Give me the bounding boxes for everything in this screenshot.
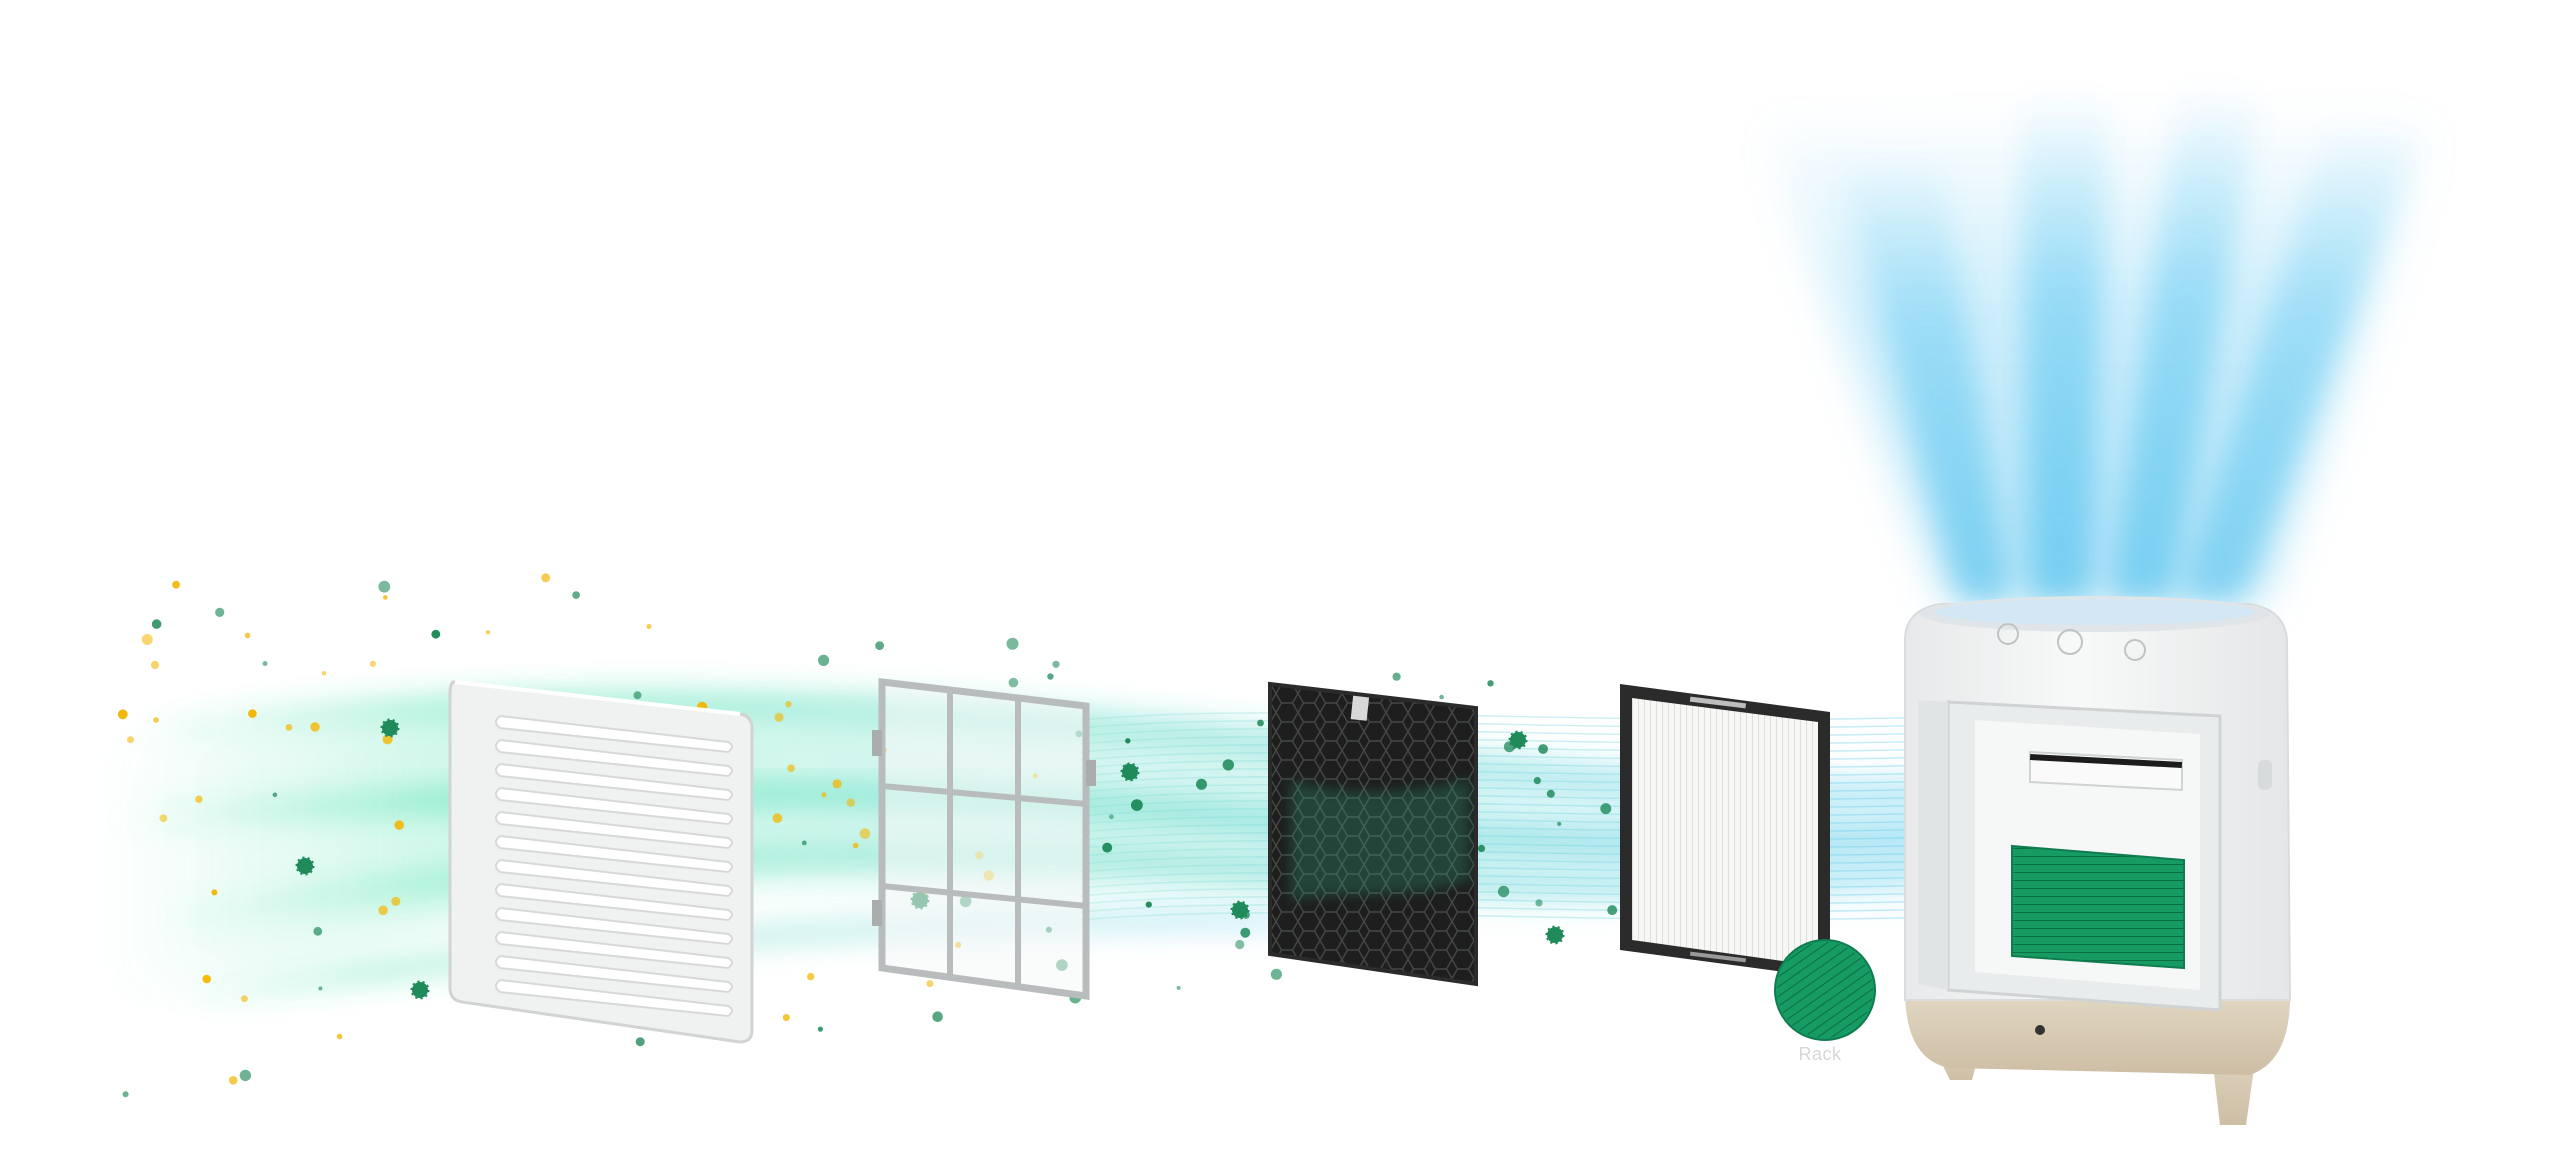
mesh-filter-icon	[872, 678, 1096, 1001]
hepa-filter-icon	[1620, 684, 1830, 978]
pre-filter-grille-icon	[448, 680, 754, 1044]
closeup-caption: Rack	[1798, 1044, 1842, 1064]
purified-air-plume	[1760, 80, 2440, 600]
activated-carbon-filter-icon	[1268, 681, 1478, 987]
air-purifier-icon	[1904, 596, 2292, 1125]
